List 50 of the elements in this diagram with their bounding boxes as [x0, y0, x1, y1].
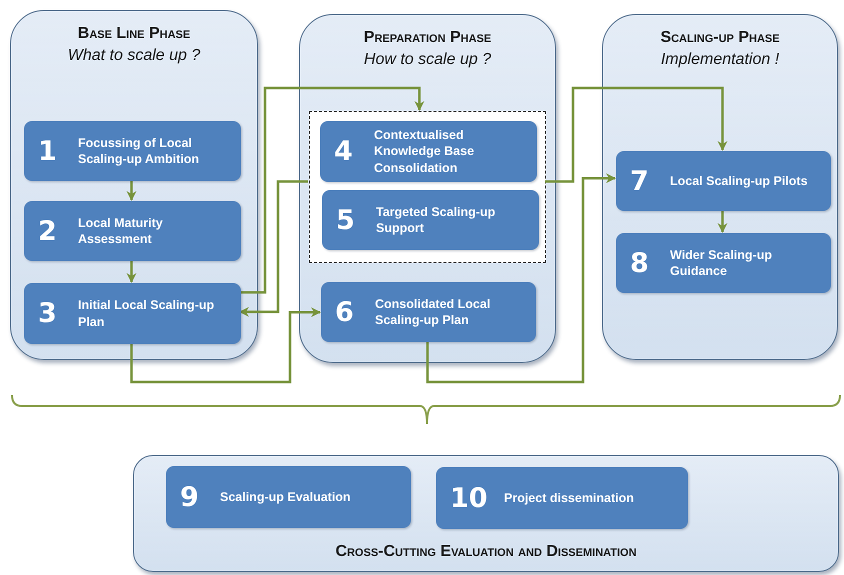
arrow	[545, 86, 728, 183]
step-number: 8	[630, 248, 650, 278]
step-number: 2	[38, 216, 58, 246]
cross-cutting-panel	[133, 455, 839, 572]
step-label: Initial Local Scaling-up Plan	[77, 297, 216, 330]
step-number: 10	[450, 482, 489, 514]
step-label: Targeted Scaling-up Support	[375, 204, 496, 236]
phase-title: Scaling-up Phase	[660, 29, 780, 47]
step-number: 7	[630, 166, 650, 196]
phase-subtitle: What to scale up ?	[68, 47, 200, 65]
arrow	[126, 180, 136, 201]
phase-panel	[299, 14, 556, 363]
step-label: Consolidated Local Scaling-up Plan	[374, 296, 492, 328]
phase-panel	[10, 10, 258, 360]
step-box	[321, 282, 536, 342]
arrow	[240, 86, 424, 294]
arrow	[239, 180, 308, 317]
phase-subtitle: How to scale up ?	[364, 51, 492, 69]
phase-subtitle: Implementation !	[660, 51, 780, 69]
phase-panel	[602, 14, 838, 360]
phase-title: Preparation Phase	[364, 29, 492, 47]
step-number: 1	[38, 136, 58, 166]
step-box	[616, 233, 831, 293]
step-label: Scaling-up Evaluation	[219, 488, 351, 506]
step-label: Local Maturity Assessment	[77, 214, 164, 248]
arrow	[718, 210, 728, 233]
step-label: Local Scaling-up Pilots	[669, 172, 808, 190]
step-box	[166, 466, 411, 528]
step-number: 6	[335, 296, 355, 328]
step-box	[616, 151, 831, 211]
step-box	[436, 467, 688, 529]
step-number: 4	[334, 136, 354, 167]
panel-title: Cross-Cutting Evaluation and Dissemination	[335, 543, 637, 561]
step-box	[24, 283, 241, 344]
dashed-group-box	[309, 111, 546, 263]
step-box	[24, 121, 241, 181]
step-number: 5	[336, 204, 356, 236]
arrow	[126, 260, 136, 283]
step-box	[24, 201, 241, 261]
step-box	[322, 190, 539, 250]
step-label: Contextualised Knowledge Base Consolidation	[373, 127, 476, 176]
step-label: Wider Scaling-up Guidance	[669, 246, 773, 280]
step-box	[320, 121, 537, 182]
arrow	[130, 307, 321, 384]
arrow	[426, 173, 616, 384]
step-label: Project dissemination	[503, 490, 634, 506]
step-number: 3	[38, 298, 58, 329]
step-number: 9	[180, 482, 200, 512]
step-label: Focussing of Local Scaling-up Ambition	[77, 134, 200, 168]
phase-title: Base Line Phase	[78, 25, 190, 43]
